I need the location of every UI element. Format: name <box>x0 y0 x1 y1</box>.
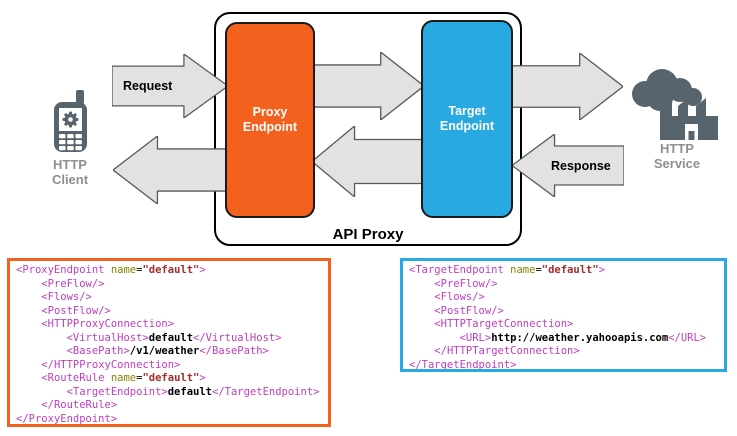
api-proxy-label: API Proxy <box>332 226 404 243</box>
proxy-to-target-arrow <box>310 52 424 120</box>
target-endpoint-box: Target Endpoint <box>421 20 513 218</box>
http-service-label: HTTP Service <box>637 141 717 171</box>
target-endpoint-label-line1: Target <box>448 104 486 118</box>
response-label: Response <box>551 159 611 173</box>
target-endpoint-xml-code: <TargetEndpoint name="default"> <PreFlow… <box>400 258 727 372</box>
proxy-endpoint-label-line1: Proxy <box>252 105 288 119</box>
http-service-label-line2: Service <box>653 156 701 171</box>
target-endpoint-label-line2: Endpoint <box>439 119 495 133</box>
factory-cloud-icon <box>632 69 718 140</box>
target-to-proxy-arrow <box>312 126 424 197</box>
proxy-endpoint-label-line2: Endpoint <box>242 120 298 134</box>
proxy-endpoint-xml-code: <ProxyEndpoint name="default"> <PreFlow/… <box>7 258 331 427</box>
proxy-endpoint-box: Proxy Endpoint <box>225 22 315 218</box>
target-to-service-arrow <box>509 53 623 120</box>
phone-icon <box>54 90 87 152</box>
return-to-client-arrow <box>113 136 230 204</box>
http-client-label-line1: HTTP <box>53 157 87 172</box>
response-arrow <box>512 134 624 197</box>
http-client-label-line2: Client <box>51 172 89 187</box>
http-service-label-line1: HTTP <box>660 141 694 156</box>
request-arrow <box>112 54 228 118</box>
http-client-label: HTTP Client <box>30 157 110 187</box>
request-label: Request <box>123 79 173 93</box>
